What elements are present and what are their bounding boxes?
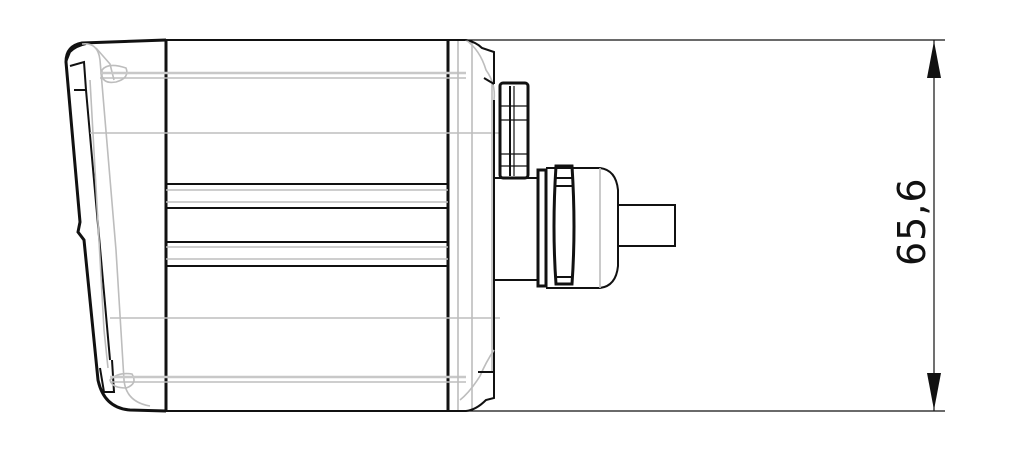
housing-end-frame [448, 39, 496, 412]
lock-nut [498, 81, 530, 180]
dimension-label: 65,6 [890, 177, 934, 266]
housing-lid [64, 38, 167, 413]
cable-gland [494, 164, 619, 289]
extension-lines [466, 39, 945, 412]
housing-body [90, 39, 500, 412]
dimension-line [927, 40, 941, 411]
arrow-up-icon [927, 41, 941, 78]
cable [618, 204, 676, 247]
arrow-down-icon [927, 373, 941, 410]
